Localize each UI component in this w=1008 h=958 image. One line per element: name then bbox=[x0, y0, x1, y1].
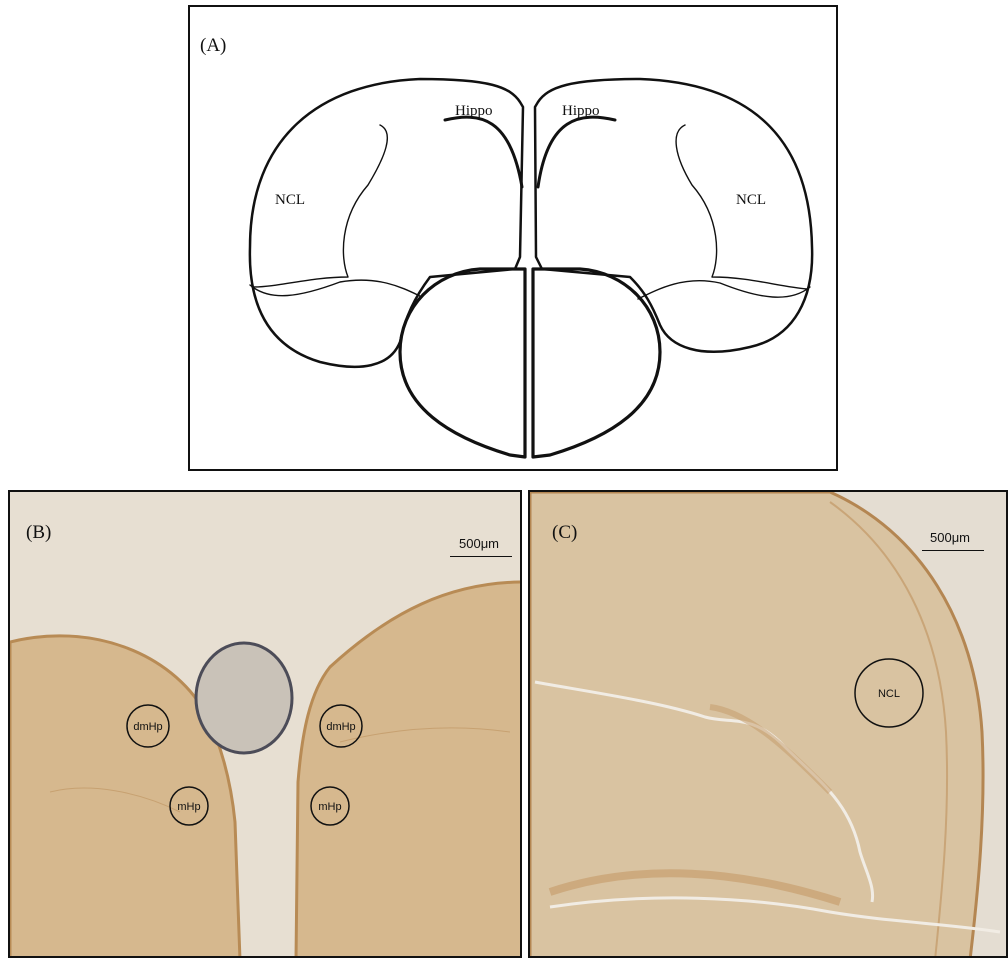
ncl-left-label: NCL bbox=[275, 192, 305, 208]
scale-bar bbox=[450, 556, 512, 557]
micrograph-hippocampus-panel: dmHp dmHp mHp mHp (B) 500μm bbox=[8, 490, 522, 958]
scale-bar-c bbox=[922, 550, 984, 551]
micrograph-ncl-panel: NCL (C) 500μm bbox=[528, 490, 1008, 958]
ncl-micrograph: NCL bbox=[530, 492, 1008, 958]
hippocampus-micrograph: dmHp dmHp mHp mHp bbox=[10, 492, 522, 958]
ncl-region-label: NCL bbox=[878, 688, 900, 700]
right-tectum-outline bbox=[533, 269, 660, 457]
lower-left-line bbox=[250, 280, 422, 297]
left-hemisphere-outline bbox=[250, 79, 523, 367]
ncl-right-label: NCL bbox=[736, 192, 766, 208]
sample-blob bbox=[196, 643, 292, 753]
ncl-left-boundary bbox=[252, 125, 387, 287]
hippo-right-line bbox=[538, 117, 615, 187]
left-tectum-outline bbox=[400, 269, 525, 457]
mhp-left-label: mHp bbox=[177, 801, 200, 813]
mhp-right-label: mHp bbox=[318, 801, 341, 813]
right-tissue bbox=[296, 582, 522, 958]
scale-bar-label: 500μm bbox=[459, 536, 499, 551]
dmhp-right-label: dmHp bbox=[326, 721, 355, 733]
panel-c-label: (C) bbox=[552, 522, 577, 544]
hippo-left-label: Hippo bbox=[455, 103, 493, 119]
panel-b-label: (B) bbox=[26, 522, 51, 544]
hippo-left-line bbox=[445, 117, 522, 187]
dmhp-left-label: dmHp bbox=[133, 721, 162, 733]
hippo-right-label: Hippo bbox=[562, 103, 600, 119]
lower-right-line bbox=[638, 281, 810, 299]
brain-schematic: Hippo Hippo NCL NCL bbox=[190, 7, 838, 471]
scale-bar-label-c: 500μm bbox=[930, 530, 970, 545]
schematic-panel: (A) Hippo Hippo NCL NCL bbox=[188, 5, 838, 471]
